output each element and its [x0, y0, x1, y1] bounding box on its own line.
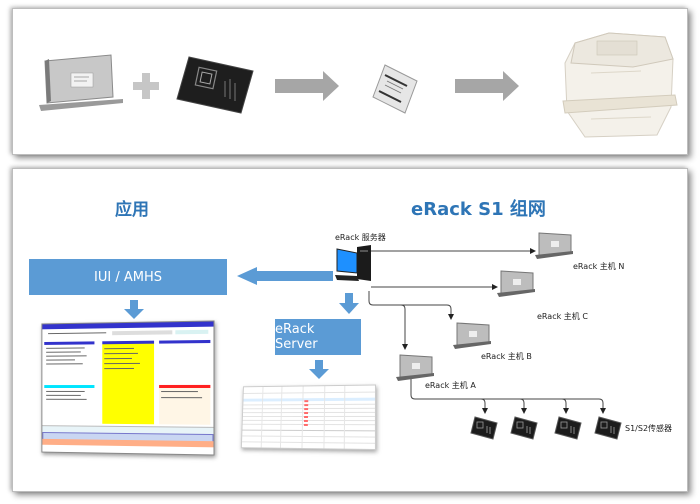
s1-sensor-image [176, 56, 254, 114]
erack-host-b-label: eRack 主机 B [481, 352, 532, 361]
wafer-box-image [562, 32, 678, 138]
network-diagram-panel: 应用 eRack S1 组网 IUI / AMHS [12, 168, 688, 492]
erack-server-box: eRack Server [275, 319, 361, 355]
arrow-left-icon [237, 267, 333, 285]
erack-host-b-icon [453, 322, 491, 349]
erack-host-a-label: eRack 主机 A [425, 381, 476, 390]
application-title: 应用 [115, 200, 149, 220]
link-host-a [400, 304, 408, 350]
erack-host-n-label: eRack 主机 N [573, 262, 625, 271]
erack-host-c-icon [497, 270, 535, 297]
iui-amhs-box: IUI / AMHS [29, 259, 227, 295]
erack-host-c-label: eRack 主机 C [537, 312, 588, 321]
computer-server-icon [335, 245, 371, 281]
arrow-down-icon [124, 300, 144, 319]
sensor-icon [594, 416, 622, 440]
sensors-label: S1/S2传感器 [625, 424, 673, 433]
sensor-tag-image [372, 64, 418, 114]
link-sensors [410, 379, 606, 414]
product-composition-panel [12, 8, 688, 155]
erack-host-n-icon [535, 232, 573, 259]
sensor-icon [510, 416, 538, 440]
network-title: eRack S1 组网 [411, 199, 546, 220]
arrow-right-icon [455, 71, 519, 101]
sensor-icon [554, 416, 582, 440]
erack-host-a-icon [396, 354, 434, 381]
erack-host-image [39, 54, 123, 111]
sensor-icon [470, 416, 498, 440]
arrow-down-icon [339, 293, 359, 314]
network-connections [368, 248, 606, 414]
plus-icon [133, 73, 159, 99]
erack-server-label: eRack 服务器 [335, 233, 386, 242]
link-host-b [368, 291, 454, 320]
arrow-down-icon [309, 360, 329, 379]
arrow-right-icon [275, 71, 339, 101]
